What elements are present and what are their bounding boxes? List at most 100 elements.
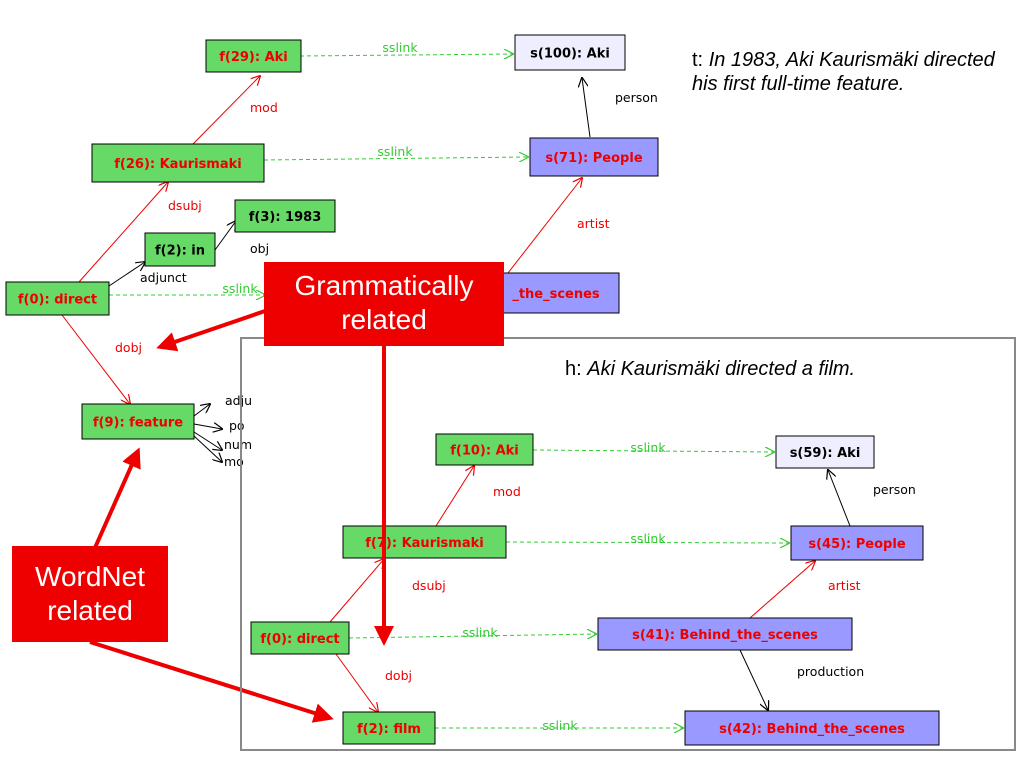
node-h-s41: s(41): Behind_the_scenes [597, 617, 853, 651]
edge-label: sslink [462, 625, 498, 640]
node-t-f2: f(2): in [144, 232, 216, 267]
node-label: f(3): 1983 [249, 210, 322, 225]
node-label: f(2): film [357, 722, 421, 737]
edge-label: dsubj [412, 578, 446, 593]
edge-label: sslink [377, 144, 413, 159]
node-box [684, 710, 940, 746]
node-box [514, 34, 626, 71]
edge-label: person [873, 482, 916, 497]
edge-label: mo [224, 454, 244, 469]
node-label: f(2): in [155, 244, 205, 259]
grammatical-arrow-left [156, 308, 269, 352]
grammatically-related-callout: Grammatically related [264, 262, 504, 346]
node-t-f9: f(9): feature [81, 403, 195, 440]
h-text: Aki Kaurismäki directed a film. [587, 358, 856, 380]
edge-dobj [335, 653, 378, 712]
node-h-f7: f(7): Kaurismaki [342, 525, 507, 559]
node-box [529, 137, 659, 177]
node-h-f10: f(10): Aki [435, 433, 534, 466]
edge-mod [192, 76, 260, 145]
wordnet-arrow-right [89, 640, 334, 723]
wordnet-related-callout: WordNet related [12, 546, 168, 642]
node-h-s59: s(59): Aki [775, 435, 875, 469]
edge-label: person [615, 90, 658, 105]
edge-dsubj [78, 182, 168, 283]
edge-sslink [532, 450, 774, 452]
node-box [250, 621, 350, 655]
edge-sslink [263, 157, 528, 160]
edge-num [193, 431, 222, 450]
node-label: f(0): direct [260, 632, 339, 647]
t-sentence: t: In 1983, Aki Kaurismäki directed his … [692, 48, 1002, 96]
edge-person [828, 470, 851, 527]
node-label: s(42): Behind_the_scenes [719, 722, 905, 737]
edge-label: artist [577, 216, 610, 231]
edge-label: artist [828, 578, 861, 593]
edge-artist [749, 561, 815, 619]
edge-adjunct [108, 262, 145, 287]
node-t-f0: f(0): direct [5, 281, 110, 316]
edge-label: mod [250, 100, 278, 115]
node-box [91, 143, 265, 183]
node-label: _the_scenes [512, 287, 600, 302]
edge-production [739, 649, 768, 710]
node-box [342, 525, 507, 559]
edge-sslink [299, 54, 513, 56]
node-box [5, 281, 110, 316]
node-box [342, 711, 436, 745]
node-label: f(29): Aki [219, 50, 288, 65]
edge-po [193, 424, 222, 429]
node-t-f3: f(3): 1983 [234, 199, 336, 233]
edge-label: sslink [222, 281, 258, 296]
edge-dobj [61, 314, 130, 404]
node-label: f(0): direct [18, 293, 97, 308]
edge-label: mod [493, 484, 521, 499]
edge-label: dobj [385, 668, 412, 683]
edge-label: dsubj [168, 198, 202, 213]
edge-label: obj [250, 241, 269, 256]
node-t-s100: s(100): Aki [514, 34, 626, 71]
t-text: In 1983, Aki Kaurismäki directed his fir… [692, 49, 995, 95]
node-label: f(26): Kaurismaki [114, 157, 241, 172]
edge-dsubj [329, 559, 384, 623]
node-box [81, 403, 195, 440]
edge-mo [193, 435, 222, 462]
node-box [775, 435, 875, 469]
node-box [492, 272, 620, 314]
node-box [205, 39, 302, 73]
edge-label: sslink [542, 718, 578, 733]
node-h-s45: s(45): People [790, 525, 924, 561]
node-t-f26: f(26): Kaurismaki [91, 143, 265, 183]
wordnet-arrow-up [92, 447, 141, 551]
edge-label: num [224, 437, 252, 452]
edge-label: dobj [115, 340, 142, 355]
node-label: s(59): Aki [790, 446, 861, 461]
edge-sslink [348, 634, 596, 638]
h-prefix: h: [565, 358, 582, 380]
node-label: s(100): Aki [530, 47, 610, 62]
edge-label: sslink [630, 531, 666, 546]
node-box [597, 617, 853, 651]
node-t-sbts: _the_scenes [492, 272, 620, 314]
edge-obj [214, 221, 236, 251]
edge-person [582, 78, 591, 138]
edge-adju [193, 404, 210, 417]
edge-label: production [797, 664, 864, 679]
t-prefix: t: [692, 49, 704, 71]
edge-mod [435, 466, 474, 527]
node-t-s71: s(71): People [529, 137, 659, 177]
edge-artist [507, 178, 582, 274]
edge-sslink [505, 542, 789, 543]
edge-label: adjunct [140, 270, 187, 285]
node-label: f(9): feature [93, 416, 183, 431]
node-label: f(10): Aki [450, 444, 519, 459]
edge-label: sslink [382, 40, 418, 55]
h-sentence: h: Aki Kaurismäki directed a film. [565, 357, 985, 381]
node-box [144, 232, 216, 267]
node-label: f(7): Kaurismaki [365, 536, 483, 551]
node-label: s(41): Behind_the_scenes [632, 628, 818, 643]
node-h-s42: s(42): Behind_the_scenes [684, 710, 940, 746]
node-label: s(71): People [545, 151, 642, 166]
node-t-f29: f(29): Aki [205, 39, 302, 73]
